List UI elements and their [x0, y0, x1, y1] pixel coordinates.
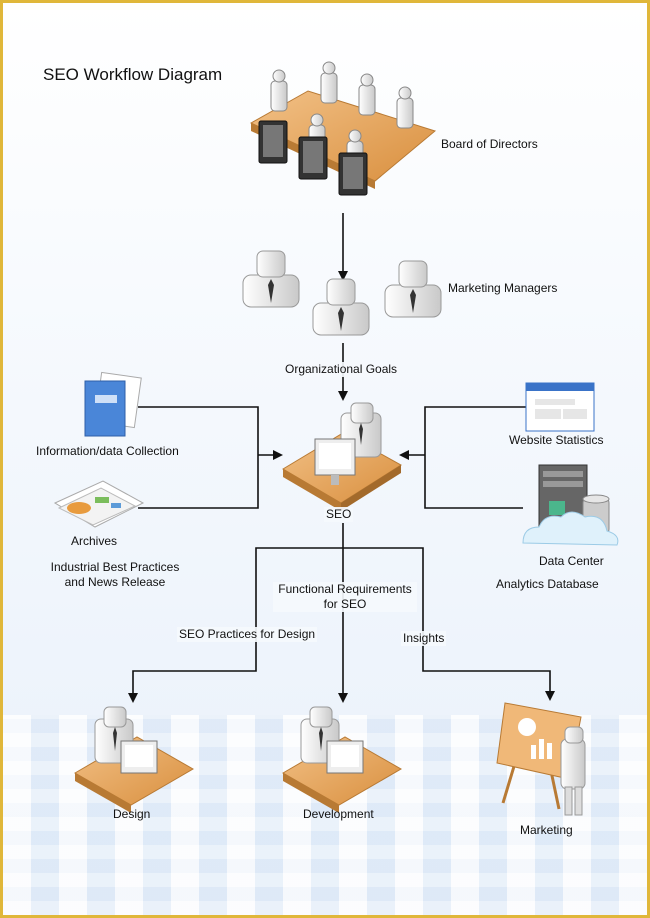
marketing-label: Marketing [520, 823, 573, 837]
insights-label: Insights [401, 631, 447, 646]
best-practices-label: Industrial Best Practices and News Relea… [47, 560, 183, 590]
board-of-directors-label: Board of Directors [441, 137, 538, 151]
information-folder-icon [84, 371, 142, 437]
data-center-icon [522, 464, 619, 546]
data-center-label: Data Center [539, 554, 604, 568]
development-label: Development [303, 807, 374, 821]
seo-practices-for-design-label: SEO Practices for Design [177, 627, 318, 642]
website-statistics-label: Website Statistics [509, 433, 604, 447]
best-practices-line-2: and News Release [64, 575, 166, 589]
archives-label: Archives [71, 534, 118, 548]
seo-workstation-icon [282, 402, 402, 511]
marketing-presentation-icon [496, 702, 586, 816]
development-workstation-icon [281, 706, 403, 813]
functional-requirements-label: Functional Requirements for SEO [273, 582, 417, 612]
diagram-title: SEO Workflow Diagram [43, 65, 223, 84]
design-workstation-icon [73, 706, 195, 813]
information-collection-label: Information/data Collection [36, 444, 179, 458]
functional-requirements-line-2: for SEO [323, 597, 367, 611]
marketing-managers-icon [242, 250, 442, 336]
analytics-database-label: Analytics Database [496, 577, 599, 591]
board-of-directors-icon [249, 61, 437, 196]
marketing-managers-label: Marketing Managers [448, 281, 558, 295]
diagram-graphics [53, 61, 619, 816]
design-label: Design [113, 807, 151, 821]
website-statistics-icon [525, 382, 595, 432]
archives-icon [53, 480, 145, 528]
seo-label: SEO [324, 507, 354, 522]
functional-requirements-line-1: Functional Requirements [278, 582, 412, 596]
organizational-goals-label: Organizational Goals [283, 362, 400, 377]
best-practices-line-1: Industrial Best Practices [50, 560, 180, 574]
